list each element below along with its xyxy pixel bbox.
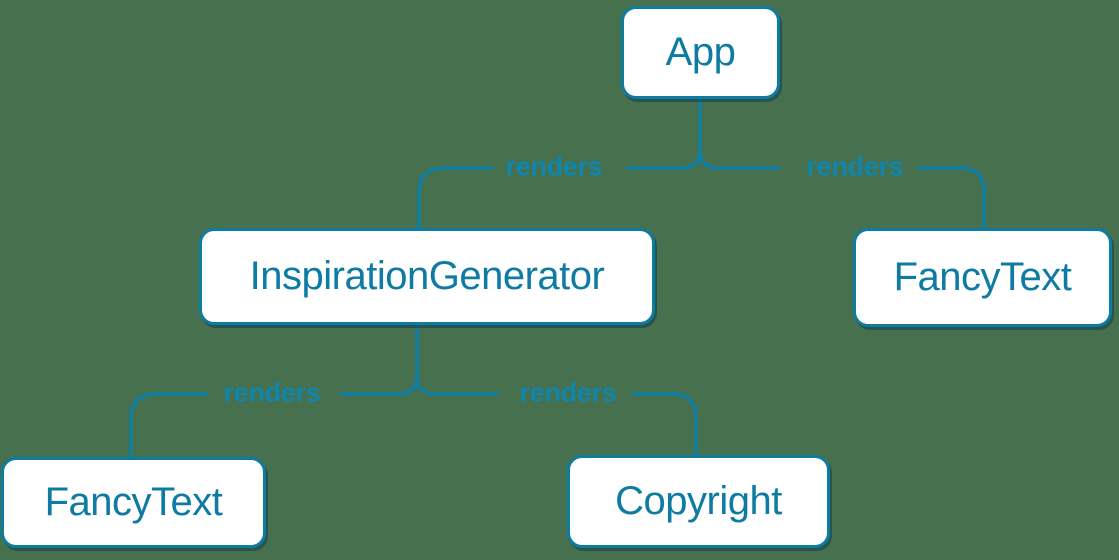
edges-from-inspiration-generator [129, 323, 698, 459]
node-fancy-text-label: FancyText [44, 480, 223, 524]
edge-label-renders: renders [223, 377, 321, 408]
node-copyright-label: Copyright [615, 479, 782, 523]
edges-from-app [417, 97, 986, 230]
edge-label-renders: renders [505, 151, 603, 182]
node-copyright: Copyright [567, 455, 830, 548]
edge-app-left-drop [417, 166, 494, 230]
node-inspiration-generator: InspirationGenerator [199, 228, 655, 325]
node-fancy-text: FancyText [1, 457, 266, 548]
edge-ig-left-drop [129, 392, 209, 459]
edge-app-right-branch [698, 148, 781, 170]
edge-ig-right-drop [632, 392, 698, 457]
node-fancy-text-label: FancyText [893, 255, 1072, 299]
edge-ig-right-branch [415, 374, 499, 396]
node-fancy-text: FancyText [853, 228, 1112, 327]
node-app: App [621, 6, 780, 99]
edge-app-left-branch [626, 148, 702, 170]
edge-label-renders: renders [806, 151, 904, 182]
node-inspiration-generator-label: InspirationGenerator [249, 254, 605, 298]
edge-ig-left-branch [339, 374, 419, 396]
edge-label-renders: renders [519, 377, 617, 408]
node-app-label: App [665, 30, 736, 74]
edge-app-right-drop [917, 166, 986, 230]
